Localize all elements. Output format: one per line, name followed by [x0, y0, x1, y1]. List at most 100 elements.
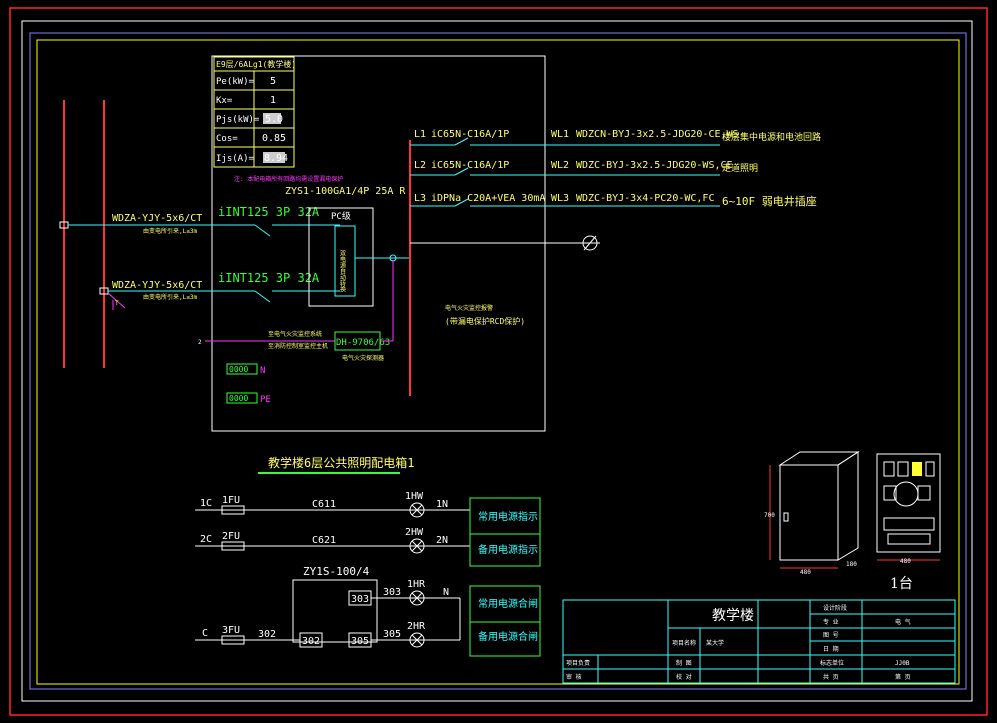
tb-unit-val: JJ0B [895, 660, 910, 667]
input-note-1: 由变电所引来,L≤3m [143, 227, 197, 235]
input-cable-1: WDZA-YJY-5x6/CT [112, 213, 202, 224]
dim-depth: 180 [846, 561, 857, 568]
pc-label: PC级 [331, 210, 351, 222]
circuit-cable: WDZC-BYJ-3x4-PC20-WC,FC [576, 193, 714, 204]
lamp-2hr: 2HR [407, 621, 426, 632]
control-circuit: 1C 1FU C611 1HW 1N 2C 2FU C621 2HW 2N ZY… [195, 491, 470, 648]
indicator-desc: 备用电源合闸 [478, 630, 538, 643]
circuit-cable: WDZC-BYJ-3x2.5-JDG20-WS,CE [576, 160, 733, 171]
tb-project: 教学楼 [712, 608, 754, 624]
tb-date: 日 期 [823, 645, 839, 653]
indicator-legend: 常用电源指示 备用电源指示 常用电源合闸 备用电源合闸 [469, 497, 541, 657]
tb-design-stage: 设计阶段 [823, 604, 847, 612]
title-block: 教学楼 设计阶段 专 业 电 气 图 号 日 期 项目名称 某大学 标志单位 J… [562, 599, 956, 684]
tb-pm: 项目负责 [566, 659, 590, 667]
tb-draw: 制 图 [676, 659, 692, 667]
tb-major-val: 电 气 [895, 618, 911, 626]
control-wire: C611 [312, 499, 336, 510]
control-box-model: ZY1S-100/4 [303, 565, 370, 578]
atse-label: ZYS1-100GA1/4P 25A R [285, 186, 406, 197]
control-lamp: 1HW [405, 491, 424, 502]
panel-row-value: 0.85 [262, 133, 286, 144]
panel-table: E9层/6ALg1(教学楼) Pe(kW)= 5 Kx= 1 Pjs(kW)= … [213, 56, 296, 168]
pe-label: PE [260, 395, 271, 405]
circuit-phase: L2 [414, 160, 426, 171]
circuit-breaker: iC65N-C16A/1P [431, 160, 509, 171]
tb-drawing-no: 图 号 [823, 632, 839, 639]
panel-row-value: 5 [270, 76, 276, 87]
circuit-desc: 楼层集中电源和电池回路 [722, 131, 821, 143]
yellow-frame [36, 39, 960, 685]
terminal-305: 305 [351, 636, 369, 647]
panel-table-title: E9层/6ALg1(教学楼) [216, 59, 296, 69]
tb-check: 校 对 [676, 673, 692, 681]
circuit-breaker: iDPNa C20A+VEA 30mA [431, 193, 545, 204]
control-title: 教学楼6层公共照明配电箱1 [268, 455, 414, 470]
lamp-1hr: 1HR [407, 579, 426, 590]
wire-305: 305 [383, 629, 401, 640]
indicator-desc: 常用电源合闸 [478, 597, 538, 610]
wire-303: 303 [383, 587, 401, 598]
control-right: 1N [436, 499, 448, 510]
panel-row-value: 5.0 [265, 114, 283, 125]
tb-pages: 共 页 [823, 673, 839, 681]
cabinet-front: 480 [876, 453, 941, 565]
input-cable-2: WDZA-YJY-5x6/CT [112, 280, 202, 291]
indicator-desc: 备用电源指示 [478, 543, 538, 556]
control-fuse: 1FU [222, 495, 240, 506]
circuit-wl: WL1 [551, 129, 569, 140]
tb-item-name: 项目名称 [672, 639, 696, 647]
svg-text:2: 2 [198, 339, 202, 346]
panel-row-label: Kx= [216, 96, 233, 106]
panel-row-value: 1 [270, 95, 276, 106]
tb-review: 审 核 [566, 673, 582, 681]
circuit-wl: WL3 [551, 193, 569, 204]
input-breaker-2: iINT125 3P 32A [218, 271, 320, 285]
svg-text:0000: 0000 [229, 365, 248, 374]
count-label: 1台 [890, 576, 913, 592]
white-frame [21, 20, 973, 702]
dim-width: 480 [800, 569, 811, 576]
ats-box [308, 207, 374, 307]
control-right: 2N [436, 535, 448, 546]
ats-inner-label: 双电源自动转换 [339, 250, 346, 293]
spare-circuit-icon [582, 235, 598, 251]
neutral-label: N [260, 366, 265, 376]
terminal-302: 302 [302, 636, 320, 647]
fire-monitor-model: DH-9706/63 [336, 338, 390, 348]
panel-row-label: Cos= [216, 134, 238, 144]
circuit-desc: 6~10F 弱电井插座 [722, 194, 817, 208]
outer-frame [9, 7, 988, 716]
input-note-2: 由变电所引来,L≤3m [143, 293, 197, 301]
circuit-desc: 走道照明 [722, 162, 758, 174]
control-box-left: C [202, 628, 208, 639]
control-wire: C621 [312, 535, 336, 546]
input-breaker-1: iINT125 3P 32A [218, 205, 320, 219]
circuit-breaker: iC65N-C16A/1P [431, 129, 509, 140]
svg-text:T: T [115, 300, 119, 307]
tb-major: 专 业 [823, 618, 839, 626]
circuit-cable: WDZCN-BYJ-3x2.5-JDG20-CE,WS [576, 129, 739, 140]
panel-row-value: 8.94 [264, 153, 288, 164]
indicator-desc: 常用电源指示 [478, 510, 538, 523]
control-box-fuse: 3FU [222, 625, 240, 636]
fire-monitor-label: 电气火灾探测器 [342, 354, 384, 362]
tb-unit: 标志单位 [820, 659, 844, 667]
bus-note-2: (带漏电保护RCD保护) [445, 316, 525, 326]
circuit-phase: L1 [414, 129, 426, 140]
control-fuse: 2FU [222, 531, 240, 542]
cabinet-isometric: 700 480 180 [764, 451, 860, 576]
pe-terminal [226, 392, 258, 404]
dim-width-front: 480 [900, 558, 911, 565]
fire-note: 至消防控制室监控主机 [268, 342, 328, 350]
n-label: N [443, 587, 449, 598]
fire-note: 至电气火灾监控系统 [268, 330, 322, 338]
control-left: 2C [200, 534, 212, 545]
terminal-303: 303 [351, 594, 369, 605]
control-left: 1C [200, 498, 212, 509]
svg-text:0000: 0000 [229, 394, 248, 403]
control-box-wire: 302 [258, 629, 276, 640]
neutral-terminal [226, 363, 258, 375]
magenta-note: 注: 本配电箱所有回路均需设置漏电保护 [234, 175, 343, 183]
